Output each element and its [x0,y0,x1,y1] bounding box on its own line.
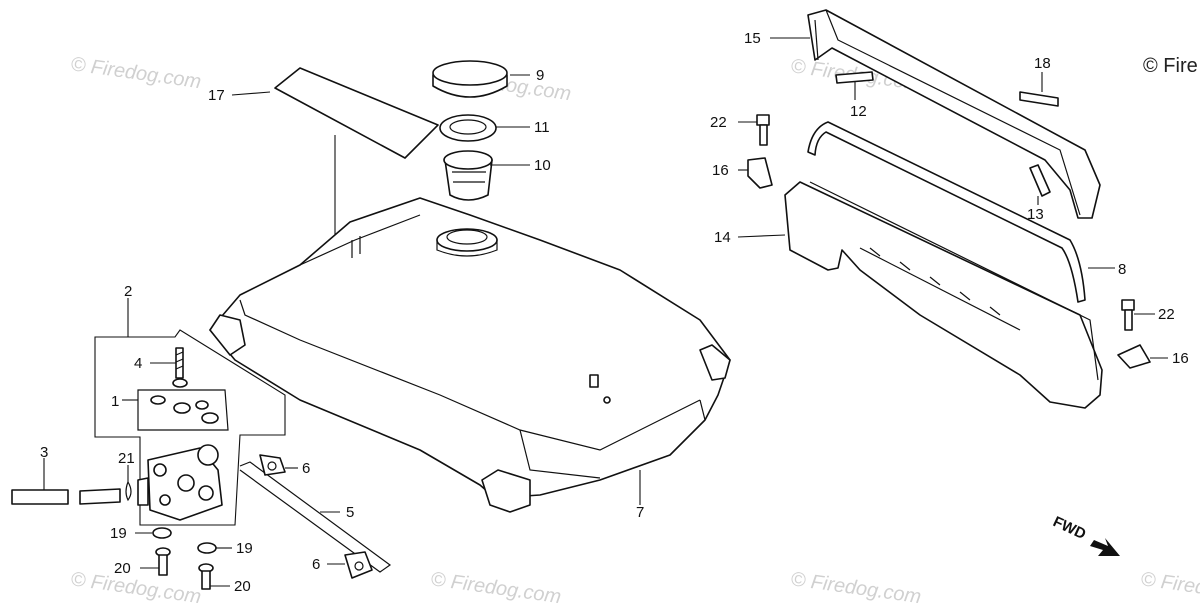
fwd-label: FWD [1050,513,1088,543]
callout-13: 13 [1027,206,1044,223]
bolt-22a [756,114,770,146]
bracket-16b [1117,344,1151,369]
gasket-11 [439,114,497,142]
clip-21 [125,480,132,502]
fuel-cock [137,444,223,521]
callout-1: 1 [111,393,119,410]
o-rings-1 [150,395,219,424]
callout-20a: 20 [114,560,131,577]
fuel-tank-7 [209,197,731,513]
frame-15 [807,9,1101,219]
bolt-20b [198,563,214,590]
watermark-5: © Firedog.com [429,568,562,608]
pin-12 [835,71,874,84]
callout-22b: 22 [1158,306,1175,323]
callout-16b: 16 [1172,350,1189,367]
callout-2: 2 [124,283,132,300]
washer-19b [197,542,217,554]
watermark-4: © Firedog.com [69,568,202,608]
callouts: 1 2 3 4 5 6 6 7 8 9 10 11 12 13 14 15 16… [40,30,1189,595]
clip-6b [344,551,373,579]
fuel-cap-9 [432,60,508,98]
callout-12: 12 [850,103,867,120]
pin-13 [1029,164,1051,197]
bolt-20a [155,547,171,576]
label-sticker-17 [274,67,439,159]
leader-lines [43,37,1168,587]
rod-5 [239,461,392,573]
copyright-notice: © Fire [1143,55,1198,77]
callout-14: 14 [714,229,731,246]
strip-8 [807,121,1086,303]
bracket-16a [747,157,773,189]
callout-7: 7 [636,504,644,521]
forward-direction-indicator: FWD [1050,513,1120,556]
callout-8: 8 [1118,261,1126,278]
watermark-7: © Firedog.com [1139,568,1200,608]
callout-16a: 16 [712,162,729,179]
clip-6a [259,454,286,476]
callout-5: 5 [346,504,354,521]
strainer-10 [443,150,493,201]
callout-19b: 19 [236,540,253,557]
callout-17: 17 [208,87,225,104]
fuel-tube-3 [11,488,121,505]
watermark-6: © Firedog.com [789,568,922,608]
bolt-22b [1121,299,1135,331]
label-18 [1019,91,1059,107]
watermark-1: © Firedog.com [69,53,202,93]
callout-21: 21 [118,450,135,467]
callout-11: 11 [534,119,550,136]
callout-3: 3 [40,444,48,461]
callout-10: 10 [534,157,551,174]
callout-19a: 19 [110,525,127,542]
callout-4: 4 [134,355,142,372]
bolt-4 [172,347,188,388]
cover-14 [784,181,1103,409]
callout-15: 15 [744,30,761,47]
callout-18: 18 [1034,55,1051,72]
callout-6a: 6 [302,460,310,477]
callout-20b: 20 [234,578,251,595]
callout-9: 9 [536,67,544,84]
assembly-bracket-2 [94,329,286,526]
callout-6b: 6 [312,556,320,573]
callout-22a: 22 [710,114,727,131]
washer-19a [152,527,172,539]
